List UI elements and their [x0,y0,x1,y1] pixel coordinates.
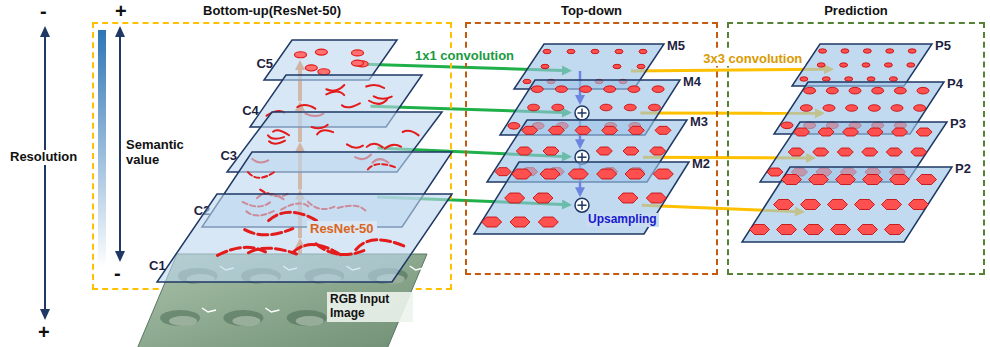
level-label: C5 [256,56,273,71]
axis-label: Semantic value [126,138,188,168]
level-label: M5 [667,38,685,53]
connector-label: 1x1 convolution [412,48,517,63]
level-label: M3 [690,114,708,129]
semantic-gradient-bar [98,30,106,268]
level-label: P2 [955,161,971,176]
axis-label: Resolution [8,150,79,165]
feature-map: C1 [157,194,452,282]
level-label: P5 [935,38,951,53]
plane-shape [792,44,932,86]
operation-label: Upsampling [586,213,659,227]
level-label: C3 [220,148,237,163]
feature-map: P2 [742,167,952,242]
level-label: P3 [950,116,966,131]
connector-label: 3x3 convolution [700,51,805,66]
resolution-arrow [40,26,50,320]
feature-map: C5 [264,40,397,80]
axis-label: + [115,0,127,23]
section-title: Prediction [729,3,983,18]
level-label: M2 [692,156,710,171]
level-label: C4 [242,103,259,118]
plane-shape [264,40,397,80]
plane-shape [742,167,952,242]
axis-label: - [114,262,121,285]
level-label: M4 [683,74,701,89]
plane-shape [157,194,452,282]
level-label: P4 [947,76,963,91]
axis-label: - [40,0,47,23]
image-caption: RGB Input Image [327,292,413,322]
feature-map: P5 [792,44,932,86]
axis-label: + [38,321,50,344]
semantic-arrow [115,26,125,262]
section-title: Top-down [467,3,716,18]
section-title: Bottom-up(ResNet-50) [94,3,450,18]
level-label: C1 [149,258,166,273]
connector-label: ResNet-50 [307,221,377,236]
